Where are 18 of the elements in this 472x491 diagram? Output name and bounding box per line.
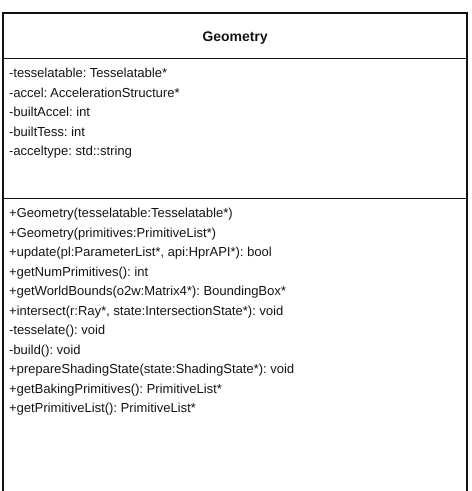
class-name: Geometry [201,27,269,46]
operation-text: -tesselate(): void [8,321,106,339]
attribute-text: -tesselatable: Tesselatable* [8,64,168,82]
operation-text: +intersect(r:Ray*, state:IntersectionState*): void [8,302,284,320]
operation-text: +getBakingPrimitives(): PrimitiveList* [8,380,222,398]
operation-text: +Geometry(primitives:PrimitiveList*) [8,224,216,242]
attribute-text: -acceltype: std::string [8,142,132,160]
operation-text: +getPrimitiveList(): PrimitiveList* [8,399,196,417]
operation-text: +getNumPrimitives(): int [8,262,148,281]
operation-text: +update(pl:ParameterList*, api:HprAPI*): bool [8,243,272,261]
attribute-text: -builtAccel: int [8,103,90,121]
operation-text: +prepareShadingState(state:ShadingState*): void [8,360,294,378]
operation-text: -build(): void [8,340,81,359]
attribute-text: -builtTess: int [8,122,85,140]
attribute-text: -accel: AccelerationStructure* [8,84,180,102]
operation-text: +Geometry(tesselatable:Tesselatable*) [8,204,233,222]
operation-text: +getWorldBounds(o2w:Matrix4*): BoundingBox* [8,282,286,300]
class-box [2,12,468,491]
